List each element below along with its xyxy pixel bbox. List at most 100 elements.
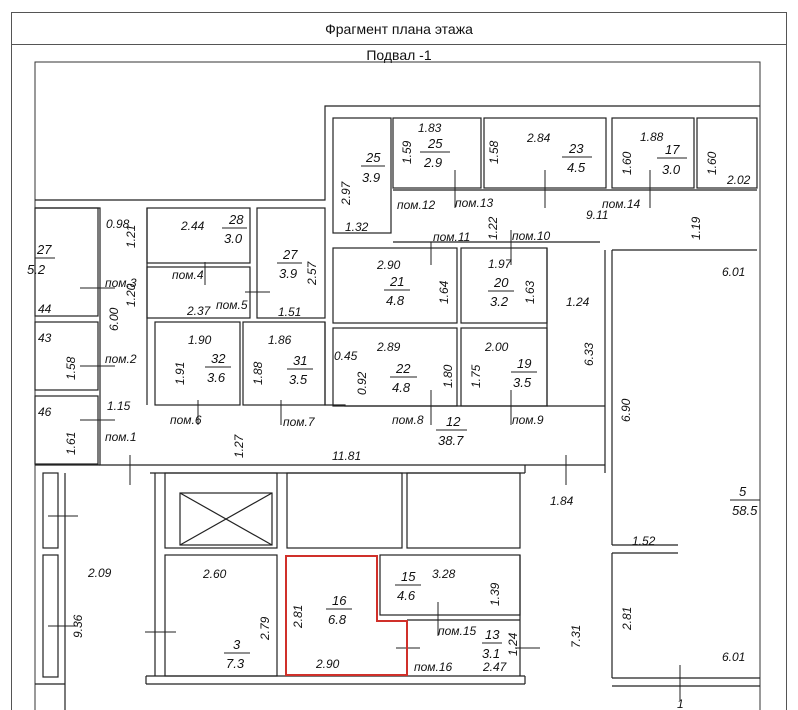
dimension-label: 1.64 bbox=[437, 280, 451, 304]
room-area: 3.9 bbox=[362, 170, 380, 185]
area-fraction-bars bbox=[35, 151, 760, 654]
dimension-label: 6.00 bbox=[107, 307, 121, 331]
dimension-label: 2.84 bbox=[526, 131, 551, 145]
room-labels: пом.1 пом.2 пом.3 пом.4 пом.5 пом.6 пом.… bbox=[105, 196, 641, 674]
dimension-label: 6.01 bbox=[722, 265, 745, 279]
room-area: 6.8 bbox=[328, 612, 347, 627]
dimension-label: 2.47 bbox=[482, 660, 508, 674]
dimension-label: 2.81 bbox=[291, 605, 305, 629]
dimension-label: 2.00 bbox=[484, 340, 509, 354]
plan-frame: Фрагмент плана этажа Подвал -1 bbox=[11, 12, 787, 710]
room-number: 31 bbox=[293, 353, 307, 368]
room-label: пом.7 bbox=[283, 415, 316, 429]
plan-walls bbox=[34, 61, 761, 710]
dimension-label: 43 bbox=[38, 331, 52, 345]
room-label: пом.16 bbox=[414, 660, 453, 674]
room-label: пом.12 bbox=[397, 198, 436, 212]
dimension-label: 0.45 bbox=[334, 349, 358, 363]
dimension-label: 1.22 bbox=[486, 216, 500, 240]
room-area: 3.2 bbox=[490, 294, 509, 309]
dimension-label: 1.58 bbox=[64, 356, 78, 380]
dimension-label: 6.33 bbox=[582, 342, 596, 366]
marker-ticks bbox=[48, 170, 681, 700]
room-area: 38.7 bbox=[438, 433, 464, 448]
dimension-label: 0.92 bbox=[355, 371, 369, 395]
dimension-label: 2.90 bbox=[315, 657, 340, 671]
dimension-label: 1.32 bbox=[345, 220, 369, 234]
plan-title: Фрагмент плана этажа bbox=[12, 13, 786, 45]
dimension-label: 7.31 bbox=[569, 625, 583, 648]
room-label: пом.14 bbox=[602, 197, 641, 211]
room-area: 3.9 bbox=[279, 266, 297, 281]
dimension-label: 6.01 bbox=[722, 650, 745, 664]
room-label: пом.6 bbox=[170, 413, 202, 427]
dimension-label: 46 bbox=[38, 405, 52, 419]
dimension-label: 2.79 bbox=[258, 616, 272, 641]
room-label: пом.2 bbox=[105, 352, 137, 366]
room-area: 3.0 bbox=[224, 231, 243, 246]
room-area: 2.9 bbox=[423, 155, 442, 170]
dimension-label: 1.60 bbox=[620, 151, 634, 175]
dimension-label: 1.88 bbox=[251, 361, 265, 385]
room-numbers: 25 3.9 25 2.9 23 4.5 17 3.0 27 5.2 28 3.… bbox=[27, 136, 758, 671]
dimension-label: 1.59 bbox=[400, 140, 414, 164]
dimension-label: 1.21 bbox=[124, 225, 138, 248]
room-number: 20 bbox=[493, 275, 509, 290]
room-label: пом.11 bbox=[433, 230, 470, 244]
room-number: 17 bbox=[665, 142, 680, 157]
dimension-label: 1.52 bbox=[632, 534, 656, 548]
room-number: 3 bbox=[233, 637, 241, 652]
room-area: 4.6 bbox=[397, 588, 416, 603]
dimension-label: 2.44 bbox=[180, 219, 205, 233]
dimension-label: 1.63 bbox=[523, 280, 537, 304]
floor-name: Подвал -1 bbox=[366, 47, 432, 63]
room-area: 3.6 bbox=[207, 370, 226, 385]
dimension-label: 2.57 bbox=[305, 260, 319, 286]
dimension-label: 6.90 bbox=[619, 398, 633, 422]
dimension-label: 1.58 bbox=[487, 140, 501, 164]
room-area: 3.5 bbox=[289, 372, 308, 387]
dimension-label: 1.86 bbox=[268, 333, 292, 347]
dimension-label: 1.61 bbox=[64, 432, 78, 455]
room-number: 13 bbox=[485, 627, 500, 642]
dimension-label: 1.83 bbox=[418, 121, 442, 135]
room-area: 3.5 bbox=[513, 375, 532, 390]
room-number: 5 bbox=[739, 484, 747, 499]
room-number: 15 bbox=[401, 569, 416, 584]
dimension-label: 1.20 bbox=[124, 283, 138, 307]
room-number: 25 bbox=[427, 136, 443, 151]
room-label: пом.3 bbox=[105, 276, 137, 290]
dimension-label: 1 bbox=[677, 697, 684, 710]
dimension-label: 1.27 bbox=[232, 433, 246, 458]
room-area: 4.8 bbox=[386, 293, 405, 308]
room-area: 4.8 bbox=[392, 380, 411, 395]
room-area: 7.3 bbox=[226, 656, 245, 671]
room-number: 22 bbox=[395, 361, 411, 376]
room-number: 19 bbox=[517, 356, 531, 371]
dimension-label: 2.90 bbox=[376, 258, 401, 272]
room-number: 28 bbox=[228, 212, 244, 227]
dimension-label: 1.97 bbox=[488, 257, 513, 271]
room-label: пом.13 bbox=[455, 196, 494, 210]
room-number: 27 bbox=[282, 247, 298, 262]
dimension-labels: 1.83 2.84 1.88 2.02 1.32 9.11 0.98 2.44 … bbox=[38, 121, 751, 710]
dimension-label: 2.60 bbox=[202, 567, 227, 581]
room-number: 27 bbox=[36, 242, 52, 257]
dimension-label: 1.39 bbox=[488, 582, 502, 606]
room-label: пом.4 bbox=[172, 268, 204, 282]
room-number: 12 bbox=[446, 414, 461, 429]
room-area: 3.0 bbox=[662, 162, 681, 177]
dimension-label: 9.11 bbox=[586, 208, 608, 222]
dimension-label: 2.37 bbox=[186, 304, 212, 318]
room-number: 16 bbox=[332, 593, 347, 608]
dimension-label: 44 bbox=[38, 302, 52, 316]
dimension-label: 1.24 bbox=[506, 632, 520, 656]
vertical-dimension-labels: 1.59 1.58 1.60 1.60 2.97 1.19 1.21 2.57 … bbox=[64, 140, 719, 656]
dimension-label: 2.02 bbox=[726, 173, 751, 187]
room-area: 3.1 bbox=[482, 646, 500, 661]
highlighted-room-outline bbox=[285, 555, 408, 676]
room-number: 25 bbox=[365, 150, 381, 165]
dimension-label: 1.19 bbox=[689, 216, 703, 240]
room-label: пом.1 bbox=[105, 430, 137, 444]
